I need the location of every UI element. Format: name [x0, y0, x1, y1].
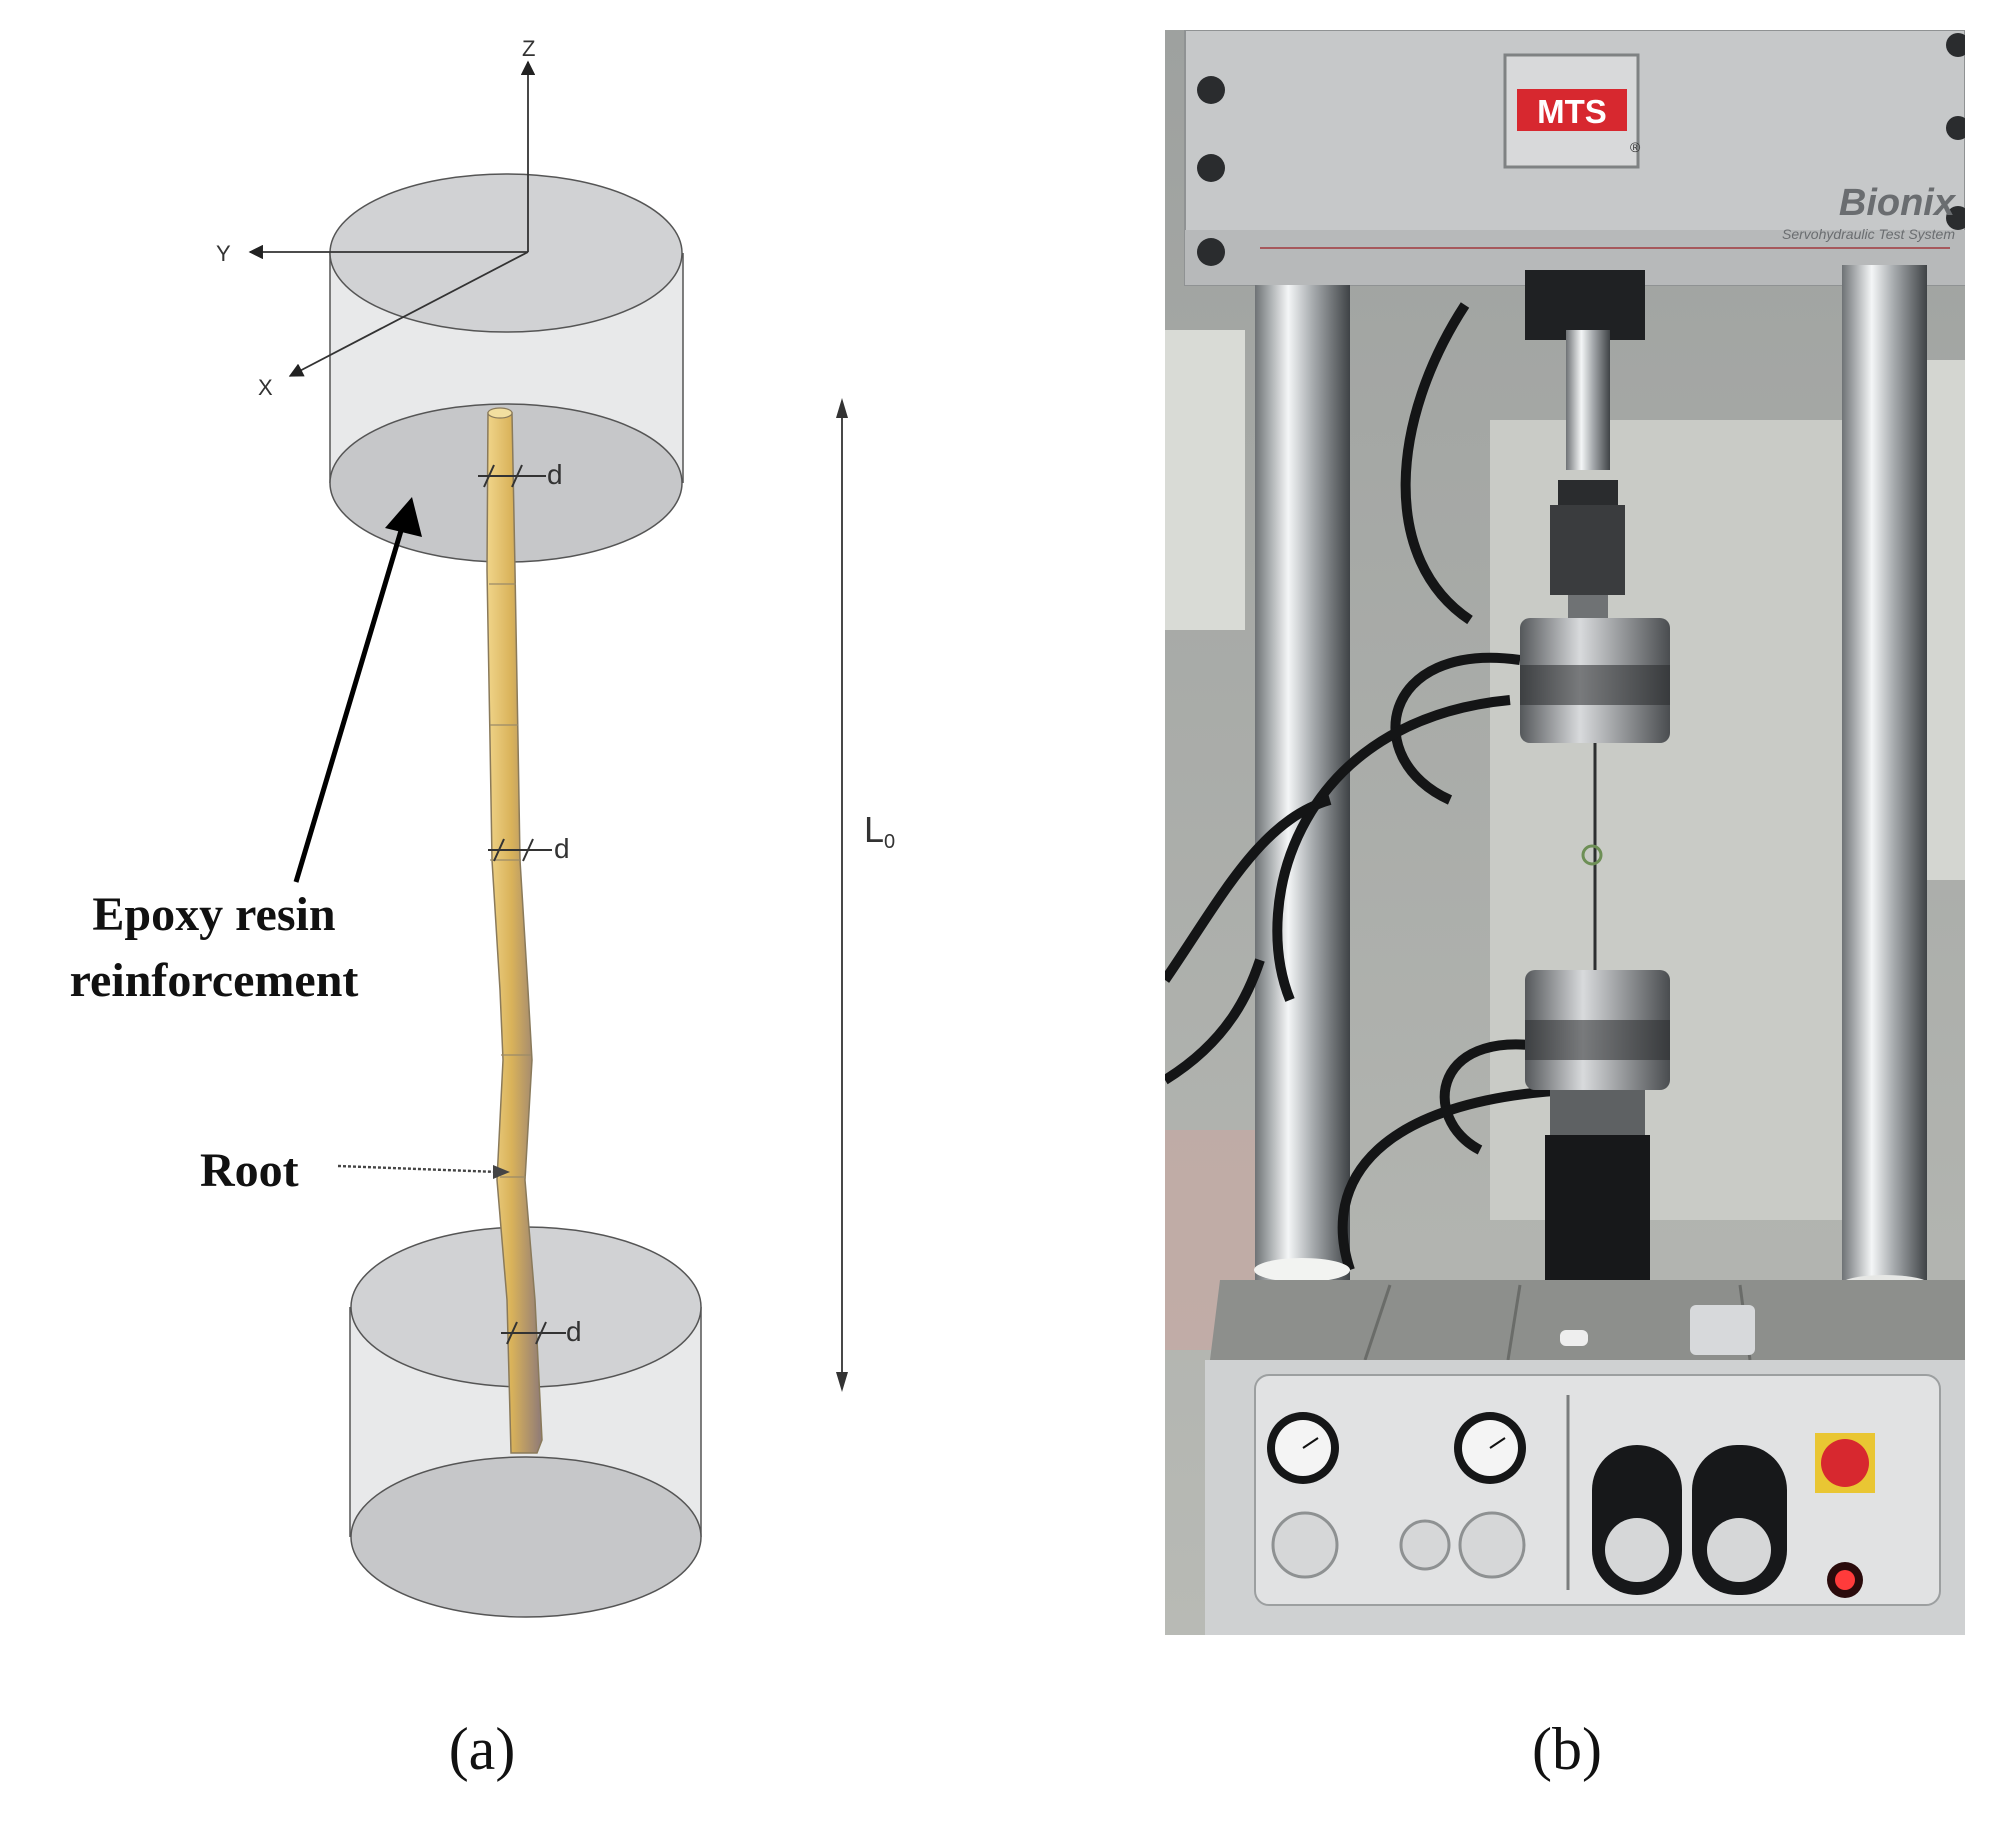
hydraulic-cables: [1165, 302, 1571, 1272]
root-pointer-arrow: [337, 1164, 510, 1179]
epoxy-label-line1: Epoxy resin: [92, 888, 335, 941]
diameter-label-top: d: [547, 459, 563, 490]
epoxy-pointer-arrow: [293, 497, 422, 883]
axis-label-x: X: [258, 375, 273, 400]
upper-grip: [1520, 480, 1670, 743]
root-specimen: [486, 407, 543, 1454]
diameter-marker-bottom: [501, 1321, 566, 1345]
panel-a-diagram: Z Y X d d d L0: [70, 36, 896, 1782]
svg-text:MTS: MTS: [1537, 93, 1607, 130]
center-rod: [1566, 330, 1610, 470]
diameter-marker-middle: [488, 838, 552, 862]
diameter-label-middle: d: [554, 833, 570, 864]
diameter-label-bottom: d: [566, 1316, 582, 1347]
control-knobs: [1271, 1445, 1787, 1595]
axis-label-y: Y: [216, 241, 231, 266]
diameter-marker-top: [478, 464, 546, 488]
pressure-gauges: [1267, 1412, 1526, 1484]
right-pillar: [1842, 265, 1927, 1345]
crosshead-bolts: [1197, 33, 1965, 266]
length-dimension-arrow: [836, 398, 848, 1392]
svg-text:®: ®: [1630, 139, 1641, 155]
root-label: Root: [200, 1144, 299, 1197]
caption-a: (a): [449, 1716, 516, 1782]
coordinate-axes: [248, 60, 536, 377]
machine-model: Bionix: [1839, 182, 1957, 224]
lower-grip: [1525, 970, 1670, 1280]
load-cell: [1545, 1135, 1650, 1280]
machine-subtitle: Servohydraulic Test System: [1782, 226, 1955, 242]
caption-b: (b): [1532, 1716, 1602, 1782]
actuator-block: [1525, 270, 1645, 340]
epoxy-label-line2: reinforcement: [70, 954, 359, 1007]
length-label: L0: [864, 809, 895, 853]
emergency-stop: [1815, 1433, 1875, 1598]
test-table: [1210, 1280, 1965, 1360]
mts-logo: MTS ®: [1503, 53, 1641, 169]
panel-b-photo: MTS ® Bionix Servohydraulic Test System: [1165, 30, 1965, 1782]
axis-label-z: Z: [522, 36, 535, 61]
